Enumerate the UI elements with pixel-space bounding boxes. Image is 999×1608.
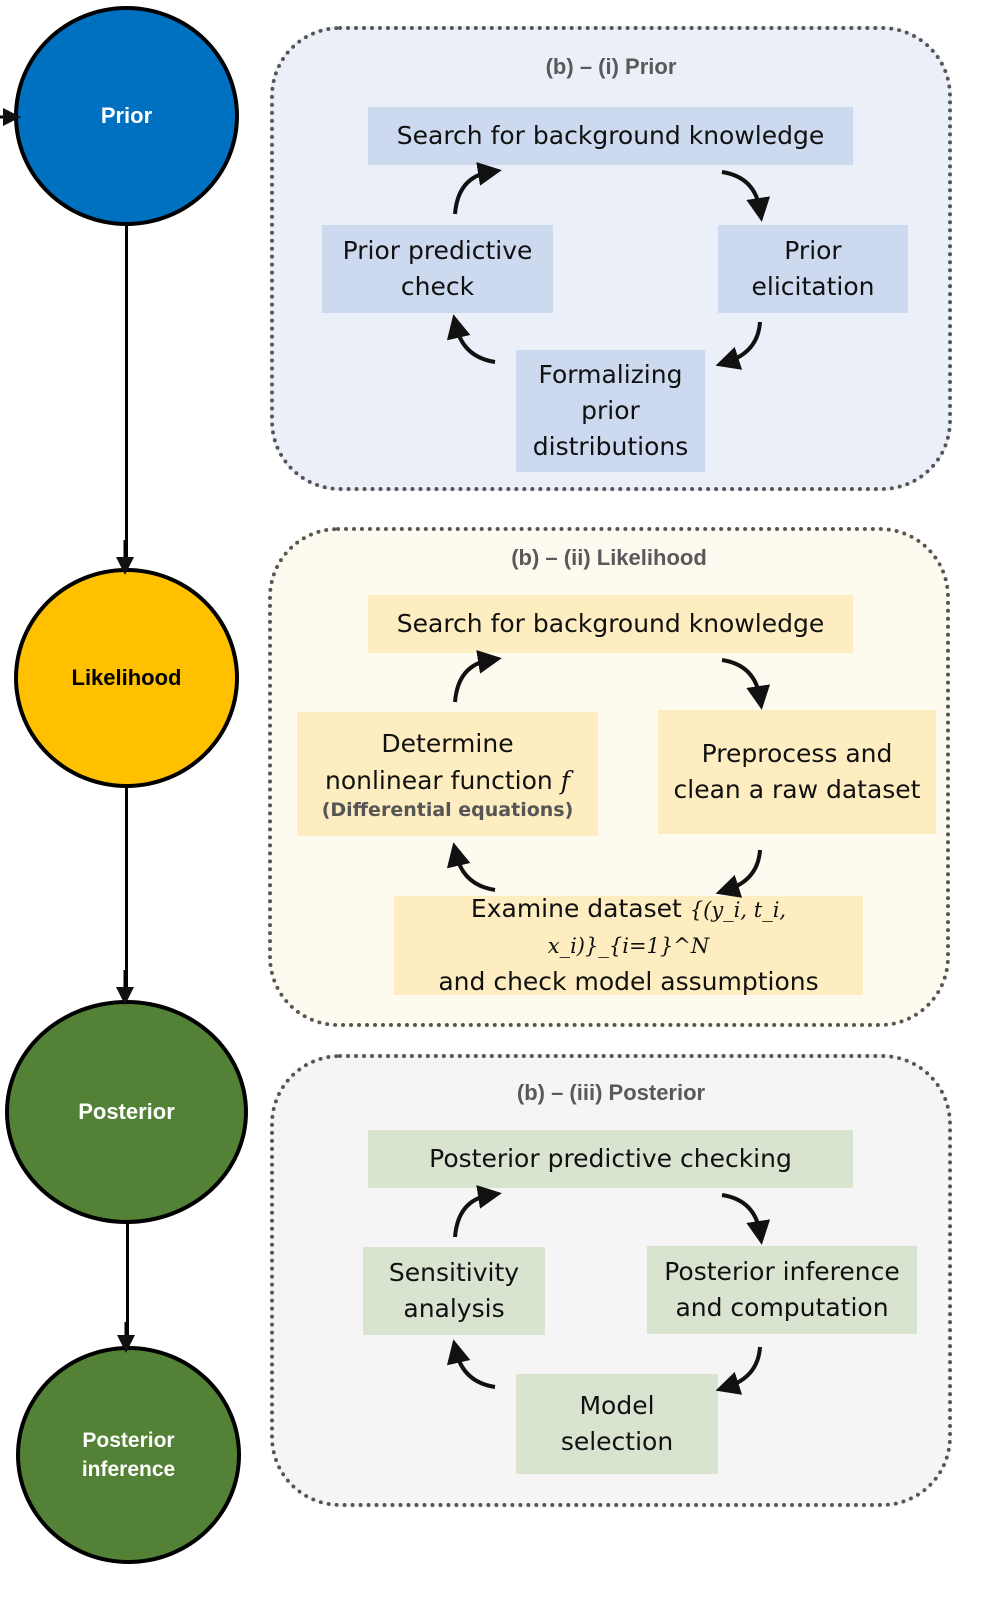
text: elicitation <box>751 272 875 301</box>
likelihood-step-background: Search for background knowledge <box>368 595 853 653</box>
posterior-step-inference: Posterior inference and computation <box>647 1246 917 1334</box>
likelihood-step-nonlinear: Determine nonlinear function f (Differenti… <box>297 712 598 836</box>
text: Model <box>579 1390 655 1420</box>
connector-prior-likelihood <box>125 222 128 562</box>
connector-posterior-inference <box>126 1222 129 1342</box>
stage-likelihood: Likelihood <box>14 568 239 788</box>
prior-step-formalizing: Formalizing prior distributions <box>516 350 705 472</box>
stage-likelihood-label: Likelihood <box>71 664 182 690</box>
text: selection <box>560 1427 674 1456</box>
cycle-arrow <box>453 162 502 215</box>
cycle-arrow <box>446 314 496 364</box>
text: Prior <box>784 235 842 265</box>
cycle-arrow <box>446 842 496 892</box>
text: nonlinear function <box>325 765 553 795</box>
posterior-step-predictive: Posterior predictive checking <box>368 1130 853 1188</box>
cycle-arrow <box>721 170 771 222</box>
prior-step-background: Search for background knowledge <box>368 107 853 165</box>
text: (Differential equations) <box>321 798 574 821</box>
cycle-arrow <box>721 658 771 710</box>
posterior-panel-title: (b) – (iii) Posterior <box>516 1080 706 1105</box>
stage-posterior-inference-label-2: inference <box>81 1458 176 1481</box>
text: distributions <box>532 432 689 462</box>
prior-step-predictive-check: Prior predictive check <box>322 225 553 313</box>
text: and computation <box>675 1293 889 1322</box>
prior-step-elicitation: Prior elicitation <box>718 225 908 313</box>
cycle-arrow <box>446 1339 496 1389</box>
cycle-arrow <box>715 849 762 898</box>
text: prior <box>581 395 640 425</box>
text: and check model assumptions <box>438 966 819 996</box>
posterior-step-sensitivity: Sensitivity analysis <box>363 1247 545 1335</box>
text: clean a raw dataset <box>673 775 921 804</box>
text: Examine dataset <box>470 894 682 924</box>
text: Posterior inference <box>664 1256 900 1286</box>
text: Sensitivity <box>388 1257 520 1287</box>
cycle-arrow <box>715 321 762 370</box>
posterior-step-model-selection: Model selection <box>516 1374 718 1474</box>
connector-likelihood-posterior <box>125 782 128 994</box>
likelihood-step-preprocess: Preprocess and clean a raw dataset <box>658 710 936 834</box>
dataset-math: {(y_i, t_i, x_i)}_{i=1}^N <box>547 898 787 959</box>
stage-posterior-label: Posterior <box>78 1098 175 1124</box>
text: analysis <box>403 1294 505 1323</box>
stage-posterior-inference-label-1: Posterior <box>82 1428 175 1452</box>
stage-posterior: Posterior <box>5 1000 248 1224</box>
cycle-arrow <box>453 1185 502 1238</box>
prior-panel-title: (b) – (i) Prior <box>545 54 677 79</box>
text: Search for background knowledge <box>396 608 825 638</box>
cycle-arrow <box>721 1193 771 1245</box>
cycle-arrow <box>715 1346 762 1395</box>
text: Prior predictive <box>342 235 533 265</box>
function-symbol: f <box>560 765 570 795</box>
text: Formalizing <box>538 359 683 389</box>
prior-step-background-text: Search for background knowledge <box>396 120 825 150</box>
stage-prior-label: Prior <box>100 102 153 128</box>
text: Posterior predictive checking <box>429 1143 792 1173</box>
text: check <box>400 272 475 301</box>
text: Preprocess and <box>701 738 893 768</box>
likelihood-panel-title: (b) – (ii) Likelihood <box>511 545 707 570</box>
likelihood-step-examine: Examine dataset {(y_i, t_i, x_i)}_{i=1}^… <box>394 894 863 996</box>
cycle-arrow <box>453 650 502 703</box>
text: Determine <box>381 729 514 759</box>
